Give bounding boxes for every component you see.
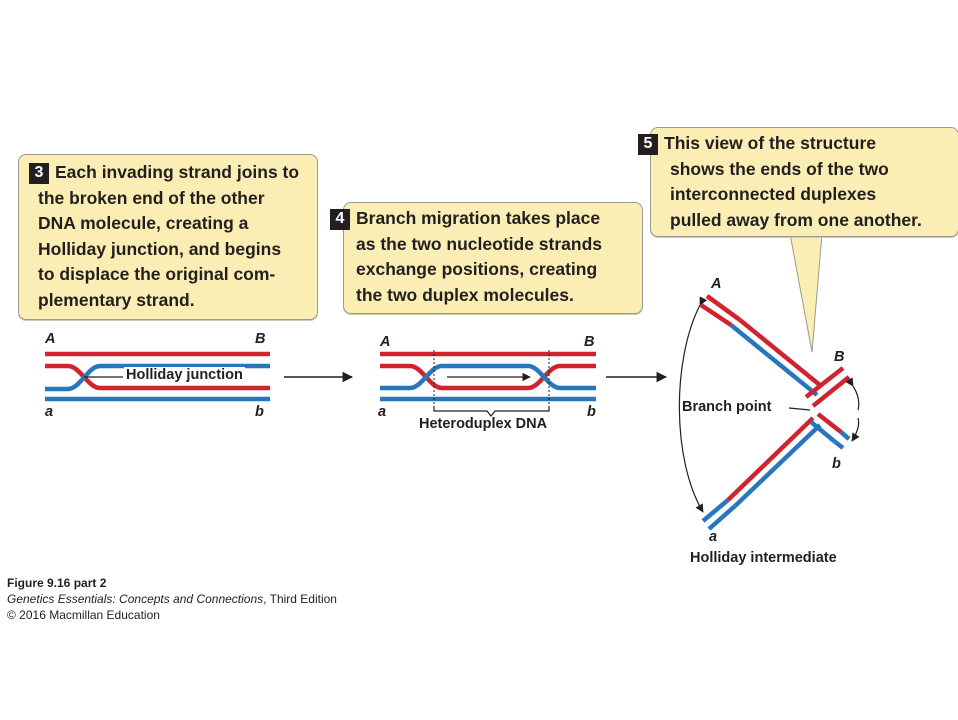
panel-5-label-a: a bbox=[709, 529, 717, 545]
branch-point-label: Branch point bbox=[682, 399, 771, 415]
panel-4-label-b: b bbox=[587, 404, 596, 420]
holliday-intermediate-label: Holliday intermediate bbox=[690, 550, 837, 566]
panel-3-label-A: A bbox=[45, 331, 55, 347]
panel-5-label-B: B bbox=[834, 349, 844, 365]
heteroduplex-bracket bbox=[434, 406, 549, 416]
panel-4-label-a: a bbox=[378, 404, 386, 420]
upper-right-rotation-arrow bbox=[853, 386, 859, 410]
panel-5-label-b: b bbox=[832, 456, 841, 472]
branch-point-leader bbox=[789, 408, 810, 410]
holliday-junction-label: Holliday junction bbox=[124, 367, 245, 383]
lower-right-rotation-arrow bbox=[852, 418, 859, 441]
heteroduplex-dna-label: Heteroduplex DNA bbox=[419, 416, 547, 432]
panel-3-label-b: b bbox=[255, 404, 264, 420]
panel-4-label-B: B bbox=[584, 334, 594, 350]
panel-3-label-a: a bbox=[45, 404, 53, 420]
panel-4-label-A: A bbox=[380, 334, 390, 350]
panel-5-label-A: A bbox=[711, 276, 721, 292]
panel-4-duplexes bbox=[380, 350, 596, 416]
panel-3-label-B: B bbox=[255, 331, 265, 347]
